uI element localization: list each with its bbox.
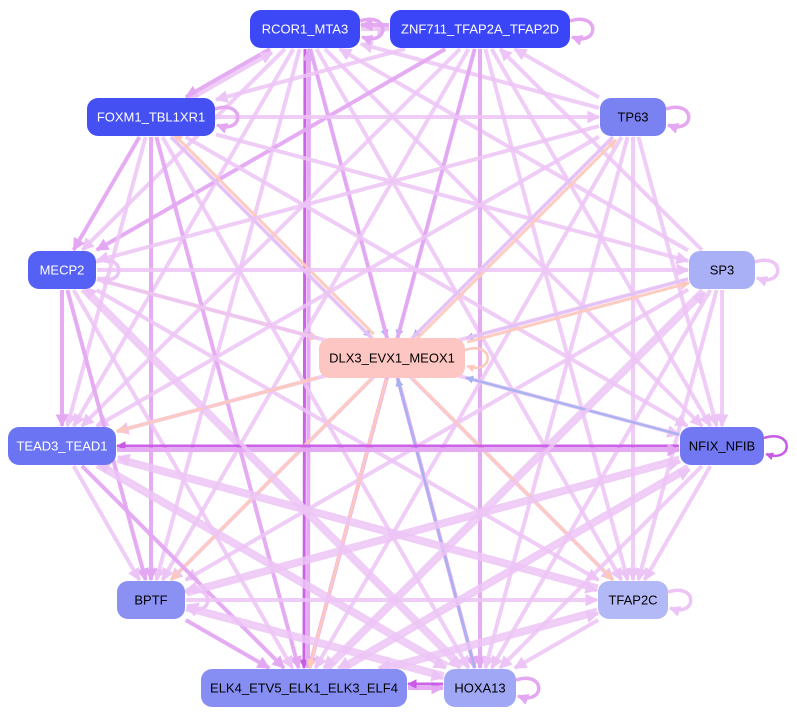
node-box (319, 338, 465, 378)
node-box (28, 251, 96, 289)
edge-DLX3_EVX1_MEOX1-to-SP3 (466, 280, 690, 344)
self-loop-NFIX_NFIB (763, 435, 788, 461)
edge-ELK4_ETV5_ELK1_ELK3_ELF4-to-SP3 (325, 291, 707, 673)
node-TEAD3_TEAD1[interactable]: TEAD3_TEAD1 (8, 427, 116, 465)
node-box (444, 669, 516, 707)
edge-FOXM1_TBL1XR1-to-NFIX_NFIB (184, 135, 689, 428)
node-NFIX_NFIB[interactable]: NFIX_NFIB (680, 427, 764, 465)
self-loop-SP3 (754, 258, 780, 287)
node-TFAP2C[interactable]: TFAP2C (598, 581, 668, 619)
node-label: DLX3_EVX1_MEOX1 (329, 351, 455, 366)
edge-NFIX_NFIB-to-TFAP2C (642, 465, 713, 582)
node-label: HOXA13 (454, 681, 505, 696)
edge-TP63-to-ZNF711_TFAP2A_TFAP2D (513, 47, 600, 100)
node-HOXA13[interactable]: HOXA13 (444, 669, 516, 707)
edge-RCOR1_MTA3-to-ELK4_ETV5_ELK1_ELK3_ELF4 (299, 48, 309, 669)
edge-FOXM1_TBL1XR1-to-RCOR1_MTA3 (187, 50, 274, 103)
edge-TP63-to-TEAD3_TEAD1 (95, 134, 600, 428)
node-box (117, 581, 185, 619)
edge-HOXA13-to-MECP2 (83, 285, 465, 667)
node-box (8, 427, 116, 465)
edge-DLX3_EVX1_MEOX1-to-BPTF (169, 377, 373, 582)
node-label: TFAP2C (608, 593, 657, 608)
node-DLX3_EVX1_MEOX1[interactable]: DLX3_EVX1_MEOX1 (319, 338, 465, 378)
node-box (87, 98, 215, 136)
edge-BPTF-to-NFIX_NFIB (186, 458, 682, 597)
edge-ZNF711_TFAP2A_TFAP2D-to-FOXM1_TBL1XR1 (214, 47, 406, 103)
edge-ELK4_ETV5_ELK1_ELK3_ELF4-to-TFAP2C (379, 610, 600, 674)
node-box (689, 251, 755, 289)
node-box (250, 10, 360, 48)
node-label: RCOR1_MTA3 (262, 22, 348, 37)
node-label: SP3 (710, 263, 735, 278)
node-box (680, 427, 764, 465)
nodes-layer: RCOR1_MTA3 ZNF711_TFAP2A_TFAP2D FOXM1_TBL1… (8, 10, 764, 707)
node-ELK4_ETV5_ELK1_ELK3_ELF4[interactable]: ELK4_ETV5_ELK1_ELK3_ELF4 (201, 669, 407, 707)
self-loops-layer (95, 17, 788, 705)
self-loop-TP63 (665, 105, 691, 134)
edge-NFIX_NFIB-to-BPTF (184, 455, 680, 594)
node-box (598, 581, 668, 619)
node-TP63[interactable]: TP63 (600, 98, 666, 136)
node-ZNF711_TFAP2A_TFAP2D[interactable]: ZNF711_TFAP2A_TFAP2D (390, 10, 570, 48)
edge-FOXM1_TBL1XR1-to-SP3 (215, 132, 690, 265)
node-label: MECP2 (40, 263, 85, 278)
edge-DLX3_EVX1_MEOX1-to-TP63 (414, 138, 617, 341)
self-loop-HOXA13 (515, 676, 541, 705)
node-label: TEAD3_TEAD1 (16, 439, 107, 454)
edge-TFAP2C-to-ELK4_ETV5_ELK1_ELK3_ELF4 (377, 607, 598, 672)
self-loop-RCOR1_MTA3 (359, 17, 385, 46)
node-label: FOXM1_TBL1XR1 (97, 110, 205, 125)
edge-DLX3_EVX1_MEOX1-to-TEAD3_TEAD1 (116, 376, 319, 434)
self-loop-DLX3_EVX1_MEOX1 (464, 347, 489, 373)
node-BPTF[interactable]: BPTF (117, 581, 185, 619)
self-loop-TFAP2C (667, 588, 693, 617)
node-label: ZNF711_TFAP2A_TFAP2D (401, 22, 559, 37)
self-loop-BPTF (184, 588, 210, 617)
edge-BPTF-to-ELK4_ETV5_ELK1_ELK3_ELF4 (184, 618, 271, 670)
edge-FOXM1_TBL1XR1-to-MECP2 (71, 135, 142, 252)
edge-HOXA13-to-TEAD3_TEAD1 (97, 460, 449, 667)
node-label: ELK4_ETV5_ELK1_ELK3_ELF4 (210, 681, 398, 696)
edge-TEAD3_TEAD1-to-BPTF (71, 465, 142, 582)
edge-TFAP2C-to-TEAD3_TEAD1 (116, 453, 599, 589)
node-MECP2[interactable]: MECP2 (28, 251, 96, 289)
edge-RCOR1_MTA3-to-FOXM1_TBL1XR1 (184, 47, 271, 99)
node-SP3[interactable]: SP3 (689, 251, 755, 289)
edge-DLX3_EVX1_MEOX1-to-TFAP2C (411, 377, 615, 582)
node-label: NFIX_NFIB (689, 439, 755, 454)
node-label: TP63 (617, 110, 648, 125)
node-FOXM1_TBL1XR1[interactable]: FOXM1_TBL1XR1 (87, 98, 215, 136)
node-RCOR1_MTA3[interactable]: RCOR1_MTA3 (250, 10, 360, 48)
self-loop-FOXM1_TBL1XR1 (214, 105, 240, 134)
edge-HOXA13-to-BPTF (185, 602, 445, 677)
node-box (390, 10, 570, 48)
edge-ZNF711_TFAP2A_TFAP2D-to-BPTF (160, 48, 471, 582)
edges-layer (55, 18, 729, 695)
edge-NFIX_NFIB-to-HOXA13 (498, 464, 704, 670)
node-box (201, 669, 407, 707)
edge-TEAD3_TEAD1-to-ELK4_ETV5_ELK1_ELK3_ELF4 (80, 464, 286, 670)
edge-TP63-to-ELK4_ETV5_ELK1_ELK3_ELF4 (313, 136, 624, 670)
edge-NFIX_NFIB-to-DLX3_EVX1_MEOX1 (465, 375, 680, 436)
edge-MECP2-to-TFAP2C (95, 288, 600, 582)
node-label: BPTF (134, 593, 167, 608)
self-loop-MECP2 (95, 258, 121, 287)
edge-SP3-to-BPTF (184, 287, 690, 582)
edge-ELK4_ETV5_ELK1_ELK3_ELF4-to-NFIX_NFIB (339, 467, 691, 674)
edge-DLX3_EVX1_MEOX1-to-FOXM1_TBL1XR1 (172, 133, 375, 336)
self-loop-ZNF711_TFAP2A_TFAP2D (569, 17, 595, 46)
edge-TP63-to-MECP2 (95, 124, 600, 264)
edge-ELK4_ETV5_ELK1_ELK3_ELF4-to-RCOR1_MTA3 (302, 47, 316, 669)
node-box (600, 98, 666, 136)
edge-TFAP2C-to-HOXA13 (513, 618, 600, 670)
